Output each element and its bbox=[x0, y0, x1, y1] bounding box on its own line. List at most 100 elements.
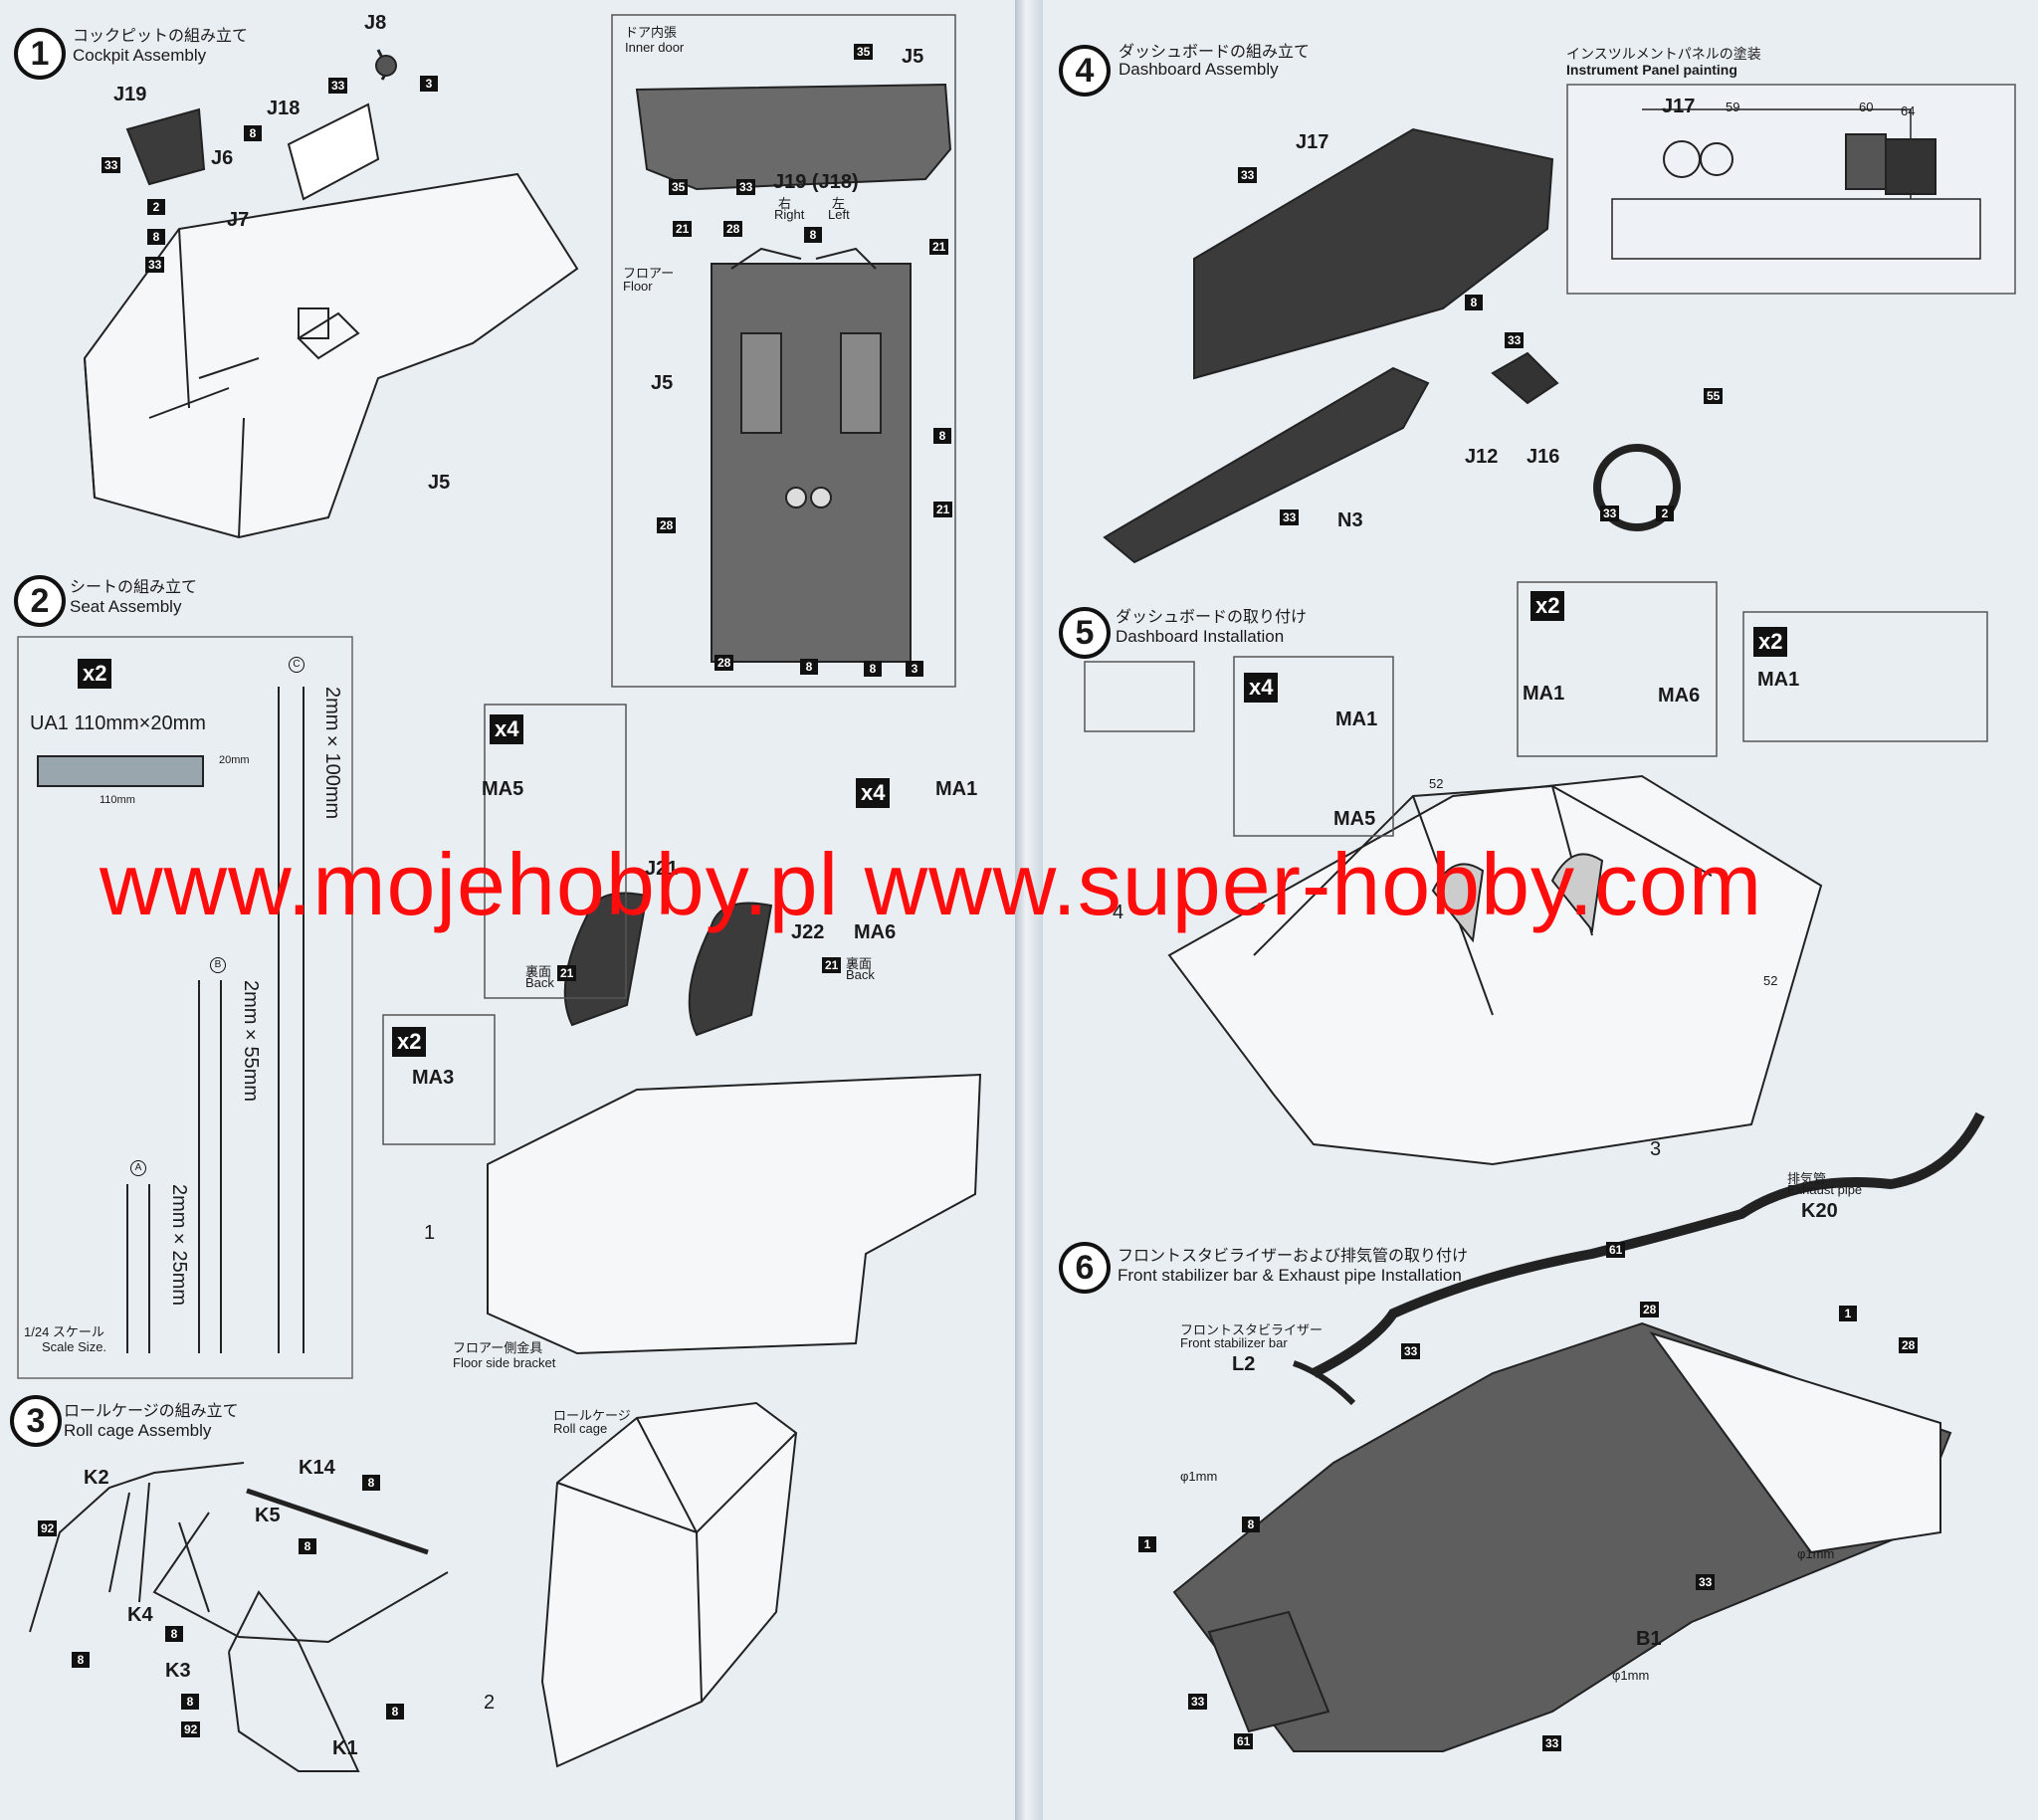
ua1-size-label: UA1 110mm×20mm bbox=[30, 712, 206, 735]
back-jp: 裏面 bbox=[525, 964, 552, 979]
scale-en: Scale Size. bbox=[42, 1339, 107, 1354]
part-num-8: 8 bbox=[933, 428, 951, 444]
roll-cage-en: Roll cage bbox=[553, 1421, 608, 1436]
part-num-2: 2 bbox=[147, 199, 165, 215]
part-num-8: 8 bbox=[1242, 1517, 1260, 1532]
part-label-j17-panel: J17 bbox=[1662, 96, 1696, 117]
part-num-92: 92 bbox=[181, 1721, 201, 1737]
part-num-33: 33 bbox=[1238, 167, 1258, 183]
strip-c-marker: C bbox=[289, 657, 305, 673]
phi-1mm: φ1mm bbox=[1180, 1469, 1218, 1484]
page-gutter bbox=[1015, 0, 1043, 1820]
part-num-8: 8 bbox=[299, 1538, 316, 1554]
strip-b-length: 2mm×55mm bbox=[240, 980, 262, 1103]
inner-door-jp: ドア内張 bbox=[625, 25, 678, 40]
step-5-title-jp: ダッシュボードの取り付け bbox=[1116, 607, 1308, 626]
step-1-title-jp: コックピットの組み立て bbox=[73, 26, 249, 45]
part-label-k1: K1 bbox=[332, 1737, 358, 1759]
part-label-ma1: MA1 bbox=[1757, 669, 1800, 691]
part-num-8: 8 bbox=[165, 1626, 183, 1642]
part-label-j8: J8 bbox=[364, 12, 387, 34]
step-4-badge: 4 bbox=[1059, 45, 1111, 97]
step-5-badge: 5 bbox=[1059, 607, 1111, 659]
part-label-j16: J16 bbox=[1527, 446, 1560, 468]
part-num-59: 59 bbox=[1726, 100, 1740, 114]
exhaust-pipe-jp: 排気管 bbox=[1787, 1171, 1827, 1186]
part-label-ma6: MA6 bbox=[1658, 685, 1701, 707]
step-6-badge: 6 bbox=[1059, 1242, 1111, 1294]
part-num-33: 33 bbox=[102, 157, 121, 173]
part-label-j19: J19 bbox=[113, 84, 147, 105]
part-num-8: 8 bbox=[804, 227, 822, 243]
multiplier-badge: x2 bbox=[1530, 591, 1565, 621]
part-num-8: 8 bbox=[362, 1475, 380, 1491]
part-label-k2: K2 bbox=[84, 1467, 109, 1489]
step-6-title-en: Front stabilizer bar & Exhaust pipe Inst… bbox=[1118, 1266, 1462, 1285]
part-num-33: 33 bbox=[328, 78, 348, 94]
part-num-35: 35 bbox=[854, 44, 874, 60]
step-2-badge: 2 bbox=[14, 575, 66, 627]
part-num-33: 33 bbox=[1188, 1694, 1208, 1710]
part-num-60: 60 bbox=[1859, 100, 1874, 114]
part-label-ma1: MA1 bbox=[1523, 683, 1565, 705]
inner-door-en: Inner door bbox=[625, 40, 685, 55]
part-label-j19-j18: J19 (J18) bbox=[773, 171, 859, 193]
part-num-8: 8 bbox=[800, 659, 818, 675]
step-2-title-jp: シートの組み立て bbox=[70, 577, 198, 596]
part-num-52: 52 bbox=[1763, 973, 1778, 988]
part-num-55: 55 bbox=[1704, 388, 1724, 404]
scale-jp: 1/24 スケール bbox=[24, 1324, 104, 1339]
right-jp: 右 bbox=[778, 196, 792, 211]
part-label-j5-floor: J5 bbox=[651, 372, 674, 394]
part-label-l2: L2 bbox=[1232, 1353, 1256, 1375]
front-stabilizer-jp: フロントスタビライザー bbox=[1180, 1322, 1324, 1337]
ua1-height: 20mm bbox=[219, 754, 250, 766]
part-label-ma5: MA5 bbox=[482, 778, 524, 800]
step-4-title-jp: ダッシュボードの組み立て bbox=[1119, 42, 1311, 61]
part-num-28: 28 bbox=[657, 517, 677, 533]
instrument-panel-jp: インスツルメントパネルの塗装 bbox=[1566, 46, 1761, 62]
strip-a-length: 2mm×25mm bbox=[168, 1184, 190, 1307]
floor-en: Floor bbox=[623, 279, 653, 294]
part-num-33: 33 bbox=[1600, 506, 1620, 521]
ua1-width: 110mm bbox=[100, 794, 135, 806]
part-label-k4: K4 bbox=[127, 1604, 153, 1626]
part-num-28: 28 bbox=[714, 655, 734, 671]
ua1-size: 110mm×20mm bbox=[74, 712, 206, 734]
ref-step-3: 3 bbox=[1650, 1138, 1662, 1160]
part-num-8: 8 bbox=[1465, 295, 1483, 310]
part-label-ma1: MA1 bbox=[935, 778, 978, 800]
part-num-64: 64 bbox=[1901, 103, 1916, 118]
part-num-33: 33 bbox=[1542, 1735, 1562, 1751]
back-jp: 裏面 bbox=[846, 956, 873, 971]
part-num-33: 33 bbox=[736, 179, 756, 195]
part-label-n3: N3 bbox=[1337, 509, 1363, 531]
part-num-33: 33 bbox=[1280, 509, 1300, 525]
multiplier-badge: x2 bbox=[392, 1027, 427, 1057]
ua1-label: UA1 bbox=[30, 712, 69, 734]
part-num-1: 1 bbox=[1839, 1306, 1857, 1321]
part-label-j22: J22 bbox=[791, 921, 825, 943]
part-num-21: 21 bbox=[822, 957, 842, 973]
part-num-21: 21 bbox=[929, 239, 949, 255]
left-jp: 左 bbox=[832, 196, 846, 211]
ref-step-2: 2 bbox=[484, 1692, 496, 1714]
multiplier-badge: x4 bbox=[1244, 673, 1279, 703]
floor-bracket-en: Floor side bracket bbox=[453, 1355, 556, 1370]
part-num-33: 33 bbox=[1401, 1343, 1421, 1359]
ref-step-4: 4 bbox=[1113, 902, 1124, 923]
instrument-panel-en: Instrument Panel painting bbox=[1566, 62, 1737, 78]
right-en: Right bbox=[774, 207, 805, 222]
part-num-8: 8 bbox=[181, 1694, 199, 1710]
step-4-title-en: Dashboard Assembly bbox=[1119, 60, 1279, 79]
multiplier-badge: x2 bbox=[78, 659, 112, 689]
back-en: Back bbox=[525, 975, 554, 990]
phi-1mm: φ1mm bbox=[1612, 1668, 1650, 1683]
multiplier-badge: x4 bbox=[856, 778, 891, 808]
part-num-21: 21 bbox=[933, 502, 953, 517]
part-num-28: 28 bbox=[1899, 1337, 1919, 1353]
part-num-3: 3 bbox=[906, 661, 923, 677]
part-label-j17: J17 bbox=[1296, 131, 1329, 153]
part-label-j5-door: J5 bbox=[902, 46, 924, 68]
